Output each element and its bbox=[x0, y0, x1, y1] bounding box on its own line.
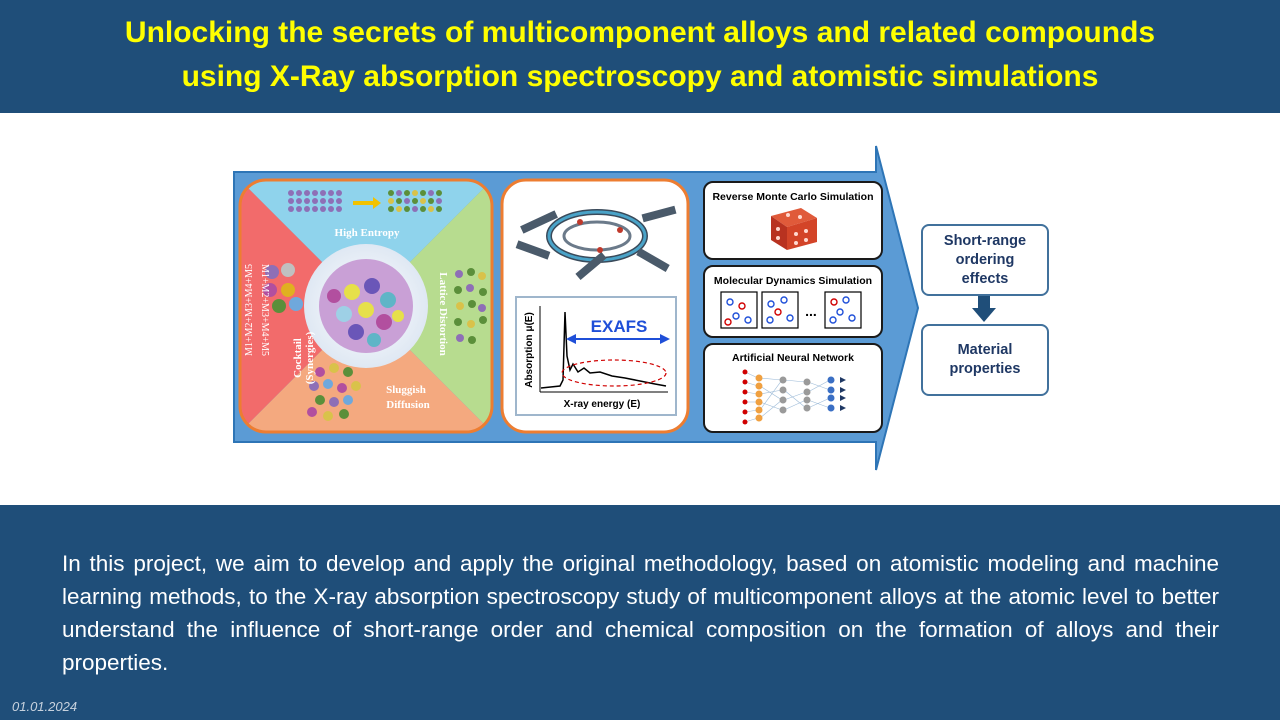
hea-panel: High Entropy Lattice Distortion Sluggish… bbox=[238, 178, 494, 434]
exafs-label: EXAFS bbox=[591, 317, 648, 336]
sro-effects-label: Short-range ordering effects bbox=[943, 232, 1027, 287]
exafs-plot: EXAFS Absorption μ(E) X-ray energy (E) bbox=[515, 296, 677, 416]
xas-panel: EXAFS Absorption μ(E) X-ray energy (E) bbox=[500, 178, 690, 434]
sluggish-label-1: Sluggish bbox=[386, 384, 426, 396]
material-properties-label: Material properties bbox=[949, 342, 1021, 377]
md-ellipsis: ... bbox=[805, 303, 817, 319]
slide-date: 01.01.2024 bbox=[12, 699, 78, 714]
header-banner: Unlocking the secrets of multicomponent … bbox=[0, 0, 1280, 113]
md-label: Molecular Dynamics Simulation bbox=[714, 275, 872, 287]
title-line-2: using X-Ray absorption spectroscopy and … bbox=[181, 60, 1099, 93]
methodology-diagram: High Entropy Lattice Distortion Sluggish… bbox=[233, 145, 996, 471]
sro-effects-box: Short-range ordering effects bbox=[921, 224, 1049, 296]
rmc-box: Reverse Monte Carlo Simulation bbox=[703, 181, 883, 260]
rmc-cube-icon bbox=[771, 208, 817, 250]
material-properties-box: Material properties bbox=[921, 324, 1049, 396]
ann-label: Artificial Neural Network bbox=[732, 352, 854, 364]
ann-box: Artificial Neural Network bbox=[703, 343, 883, 433]
project-description: In this project, we aim to develop and a… bbox=[62, 551, 1219, 675]
down-arrow-icon bbox=[972, 294, 996, 322]
synchrotron-illustration bbox=[515, 205, 677, 280]
high-entropy-label: High Entropy bbox=[335, 227, 400, 239]
cocktail-label-1: Cocktail bbox=[292, 338, 304, 378]
energy-axis-label: X-ray energy (E) bbox=[564, 399, 641, 410]
absorption-spectrum-line bbox=[540, 311, 667, 389]
lattice-distortion-label: Lattice Distortion bbox=[437, 272, 449, 355]
formula-label-2: M1+M2+M3+M4+M5 bbox=[244, 264, 255, 356]
absorption-axis-label: Absorption μ(E) bbox=[524, 312, 535, 388]
formula-label-1: M1+M2+M3+M4+M5 bbox=[259, 264, 270, 356]
cocktail-label-2: (Synergies) bbox=[304, 331, 316, 384]
description-panel: In this project, we aim to develop and a… bbox=[0, 505, 1280, 720]
rmc-label: Reverse Monte Carlo Simulation bbox=[712, 191, 873, 203]
exafs-region-ellipse bbox=[561, 359, 667, 387]
title-line-1: Unlocking the secrets of multicomponent … bbox=[124, 16, 1156, 49]
md-box: Molecular Dynamics Simulation ... bbox=[703, 265, 883, 338]
sluggish-label-2: Diffusion bbox=[386, 399, 429, 411]
